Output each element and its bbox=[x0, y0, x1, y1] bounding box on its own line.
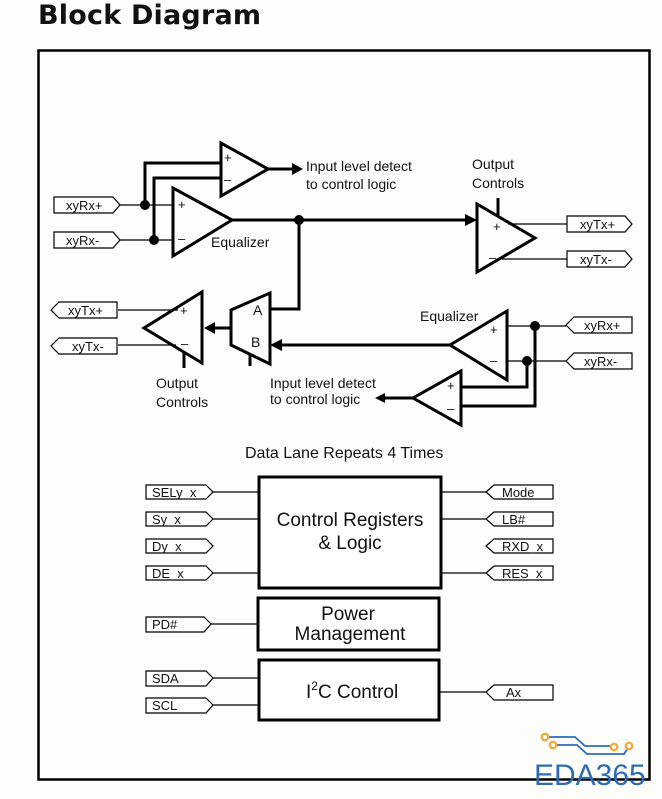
arrow-icon bbox=[375, 393, 385, 403]
svg-text:–: – bbox=[181, 336, 189, 351]
svg-text:–: – bbox=[224, 172, 232, 187]
svg-text:SELy_x: SELy_x bbox=[152, 485, 197, 500]
svg-text:Output: Output bbox=[156, 375, 198, 391]
svg-text:–: – bbox=[447, 401, 455, 416]
svg-text:Management: Management bbox=[295, 624, 407, 645]
logo-text: EDA365 bbox=[534, 759, 646, 792]
svg-text:–: – bbox=[489, 250, 497, 265]
svg-text:Dy_x: Dy_x bbox=[152, 539, 182, 554]
pin-Mode: Mode bbox=[485, 484, 554, 500]
bottom-output-driver bbox=[141, 289, 204, 366]
circuit-trace-icon bbox=[555, 744, 629, 755]
svg-text:xyTx+: xyTx+ bbox=[580, 217, 615, 232]
top-output-driver bbox=[475, 201, 538, 275]
i2c-control-block: I2C Control SDA SCL Ax bbox=[145, 658, 554, 722]
svg-text:LB#: LB# bbox=[502, 512, 526, 527]
svg-text:xyTx+: xyTx+ bbox=[68, 303, 103, 318]
svg-text:+: + bbox=[180, 303, 188, 318]
top-equalizer-amp bbox=[171, 185, 236, 259]
pin-DE_x: DE_x bbox=[145, 565, 214, 581]
svg-text:RES_x: RES_x bbox=[502, 566, 543, 581]
svg-text:+: + bbox=[447, 378, 455, 393]
svg-text:+: + bbox=[493, 219, 501, 234]
mux bbox=[229, 290, 272, 367]
svg-text:Control Registers: Control Registers bbox=[277, 510, 424, 531]
svg-text:Output: Output bbox=[472, 156, 514, 172]
svg-text:Equalizer: Equalizer bbox=[420, 308, 479, 324]
bottom-equalizer-amp bbox=[447, 308, 509, 383]
svg-text:to control logic: to control logic bbox=[306, 176, 396, 192]
pad-icon bbox=[540, 732, 550, 742]
svg-text:DE_x: DE_x bbox=[152, 566, 184, 581]
svg-text:Controls: Controls bbox=[472, 175, 524, 191]
power-management-block: Power Management PD# bbox=[145, 596, 441, 652]
svg-text:A: A bbox=[253, 302, 263, 318]
svg-text:I2C Control: I2C Control bbox=[306, 679, 398, 703]
svg-text:Input level detect: Input level detect bbox=[270, 375, 376, 391]
pin-SDA: SDA bbox=[145, 670, 214, 687]
arrow-icon bbox=[292, 163, 303, 175]
pin-bottom-xyRx-minus: xyRx- bbox=[565, 352, 633, 370]
svg-text:xyRx-: xyRx- bbox=[66, 233, 99, 248]
pin-top-xyRx-minus: xyRx- bbox=[53, 231, 121, 249]
svg-text:Sy_x: Sy_x bbox=[152, 512, 181, 527]
pin-LB: LB# bbox=[485, 511, 554, 527]
circuit-trace-icon bbox=[547, 736, 611, 747]
pin-bottom-xyTx-minus: xyTx- bbox=[50, 337, 118, 355]
pad-icon bbox=[624, 741, 634, 751]
svg-text:RXD_x: RXD_x bbox=[502, 539, 544, 554]
svg-text:+: + bbox=[224, 150, 232, 165]
svg-text:xyRx+: xyRx+ bbox=[584, 318, 620, 333]
svg-text:Input level detect: Input level detect bbox=[306, 158, 412, 174]
pin-top-xyRx-plus: xyRx+ bbox=[53, 196, 121, 214]
svg-text:+: + bbox=[178, 197, 186, 212]
svg-text:–: – bbox=[490, 353, 498, 368]
svg-text:xyTx-: xyTx- bbox=[580, 252, 612, 267]
pin-Sy_x: Sy_x bbox=[145, 511, 214, 527]
arrow-icon bbox=[270, 339, 282, 351]
svg-text:& Logic: & Logic bbox=[318, 533, 381, 554]
diagram-frame bbox=[37, 49, 651, 781]
pin-bottom-xyRx-plus: xyRx+ bbox=[565, 316, 633, 334]
pin-RES_x: RES_x bbox=[485, 565, 554, 581]
pin-SCL: SCL bbox=[145, 697, 214, 714]
pin-SELy_x: SELy_x bbox=[145, 484, 214, 500]
pin-Ax: Ax bbox=[485, 684, 554, 701]
pin-RXD_x: RXD_x bbox=[485, 538, 554, 554]
svg-text:xyRx+: xyRx+ bbox=[66, 198, 102, 213]
svg-text:PD#: PD# bbox=[152, 617, 178, 632]
svg-text:+: + bbox=[490, 322, 498, 337]
svg-text:SCL: SCL bbox=[152, 698, 177, 713]
svg-text:Ax: Ax bbox=[506, 685, 522, 700]
lane-repeat-label: Data Lane Repeats 4 Times bbox=[245, 445, 443, 462]
svg-text:–: – bbox=[178, 231, 186, 246]
arrow-icon bbox=[465, 214, 477, 226]
pad-icon bbox=[548, 740, 558, 750]
svg-text:Controls: Controls bbox=[156, 394, 208, 410]
eda365-logo: EDA365 bbox=[534, 732, 646, 792]
pin-top-xyTx-plus: xyTx+ bbox=[566, 215, 633, 233]
svg-text:xyRx-: xyRx- bbox=[584, 354, 617, 369]
pin-Dy_x: Dy_x bbox=[145, 538, 214, 554]
arrow-icon bbox=[204, 322, 215, 334]
page-title: Block Diagram bbox=[38, 0, 262, 31]
pin-bottom-xyTx-plus: xyTx+ bbox=[50, 301, 118, 319]
svg-text:B: B bbox=[251, 334, 260, 350]
svg-text:xyTx-: xyTx- bbox=[72, 339, 104, 354]
svg-text:SDA: SDA bbox=[152, 671, 179, 686]
svg-text:Equalizer: Equalizer bbox=[211, 234, 270, 250]
pin-top-xyTx-minus: xyTx- bbox=[566, 250, 633, 268]
top-lane: xyRx+ xyRx- + – Input level detect to co… bbox=[53, 140, 633, 311]
bottom-lane: xyRx+ xyRx- + – Equalizer + – Input leve… bbox=[50, 289, 633, 428]
bottom-detect-amp bbox=[409, 368, 463, 428]
svg-text:Power: Power bbox=[321, 604, 376, 625]
svg-text:to control logic: to control logic bbox=[270, 391, 360, 407]
svg-text:Mode: Mode bbox=[502, 485, 535, 500]
pad-icon bbox=[609, 742, 619, 752]
control-registers-block: Control Registers & Logic SELy_x Sy_x Dy… bbox=[145, 475, 554, 590]
top-detect-amp bbox=[219, 140, 272, 199]
pin-PD: PD# bbox=[145, 616, 212, 633]
